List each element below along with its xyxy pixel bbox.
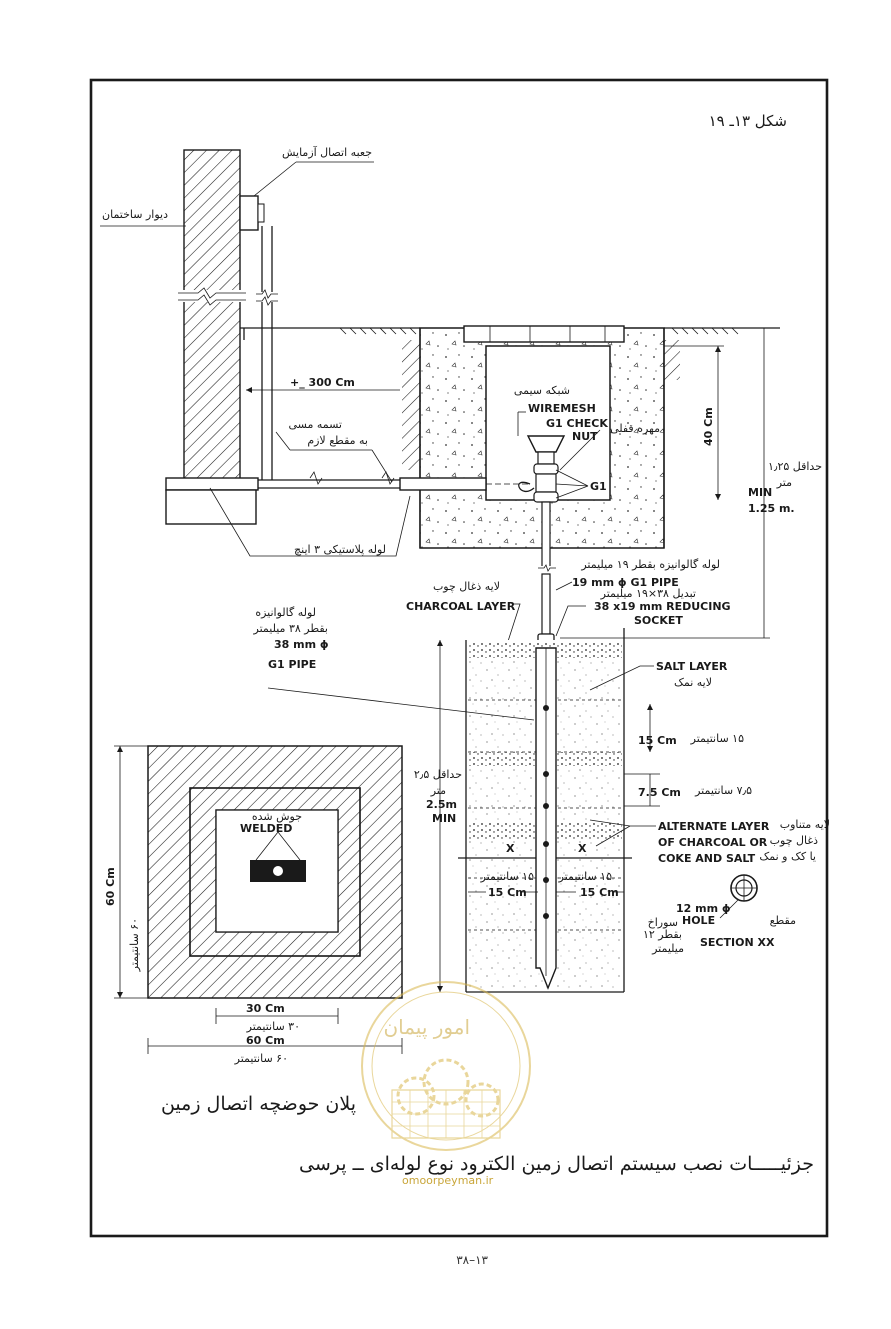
ground-line — [240, 327, 780, 340]
offset-15-right: 15 Cm — [580, 886, 619, 899]
section-xx — [730, 874, 758, 902]
hole-label-fa: سوراخ — [648, 916, 678, 929]
plan-title: پلان حوضچه اتصال زمین — [161, 1093, 356, 1115]
plan-60-vertical: 60 Cm — [104, 867, 117, 906]
charcoal-label: CHARCOAL LAYER — [406, 600, 516, 613]
min125-value: 1.25 m. — [748, 502, 795, 515]
electrode-pipe-38mm — [535, 647, 557, 990]
dim-7-5-fa: ۷٫۵ سانتیمتر — [694, 784, 752, 797]
watermark-url: omoorpeyman.ir — [402, 1174, 494, 1187]
page-frame — [89, 78, 829, 1238]
hole-label-fa-2: بقطر ۱۲ — [643, 928, 682, 941]
reducer-label-2: SOCKET — [634, 614, 683, 627]
building-wall — [165, 149, 259, 525]
welded-label: WELDED — [240, 822, 292, 835]
pipe-head — [518, 435, 566, 503]
salt-label: SALT LAYER — [656, 660, 728, 673]
alternate-layer-label-fa-3: یا کک و نمک — [759, 850, 816, 863]
copper-strip-label-2: به مقطع لازم — [307, 434, 368, 447]
pipe38-label-fa: لوله گالوانیزه — [255, 606, 316, 619]
check-nut-label-fa: مهره قفلی — [610, 422, 660, 435]
dim-300: +_ 300 Cm — [290, 376, 355, 389]
dim-15: 15 Cm — [638, 734, 677, 747]
welded-label-fa: جوش شده — [252, 810, 302, 823]
alternate-layer-label-fa: لایه متناوب — [780, 818, 830, 831]
min125-label-fa-2: متر — [776, 476, 792, 489]
min25-label-fa-2: متر — [430, 784, 446, 797]
reducer-label-fa: تبدیل ۳۸×۱۹ میلیمتر — [600, 587, 696, 600]
wiremesh-label: WIREMESH — [528, 402, 596, 415]
section-mark-right: X — [578, 842, 587, 855]
hole-label-2: HOLE — [682, 914, 715, 927]
plastic-pipe-label: لوله پلاستیکی ۳ اینچ — [294, 543, 386, 556]
depth-40: 40 Cm — [702, 407, 715, 446]
plan-30-fa: ۳۰ سانتیمتر — [246, 1020, 300, 1033]
alternate-layer-label-2: OF CHARCOAL OR — [658, 836, 768, 849]
page-number: ۳۸–۱۳ — [456, 1253, 488, 1267]
earth-conductor — [256, 226, 400, 489]
watermark-logo: امور پیمان — [361, 981, 531, 1151]
copper-strip-label: تسمه مسی — [288, 418, 342, 431]
check-nut-label-2: NUT — [572, 430, 598, 443]
figure-number: شکل ۱۳ـ ۱۹ — [709, 112, 787, 130]
min25-label-2: MIN — [432, 812, 456, 825]
pipe19-label-fa: لوله گالوانیزه بقطر ۱۹ میلیمتر — [580, 558, 720, 571]
main-title: جزئیـــــات نصب سیستم اتصال زمین الکترود… — [299, 1153, 814, 1175]
alternate-layer-label: ALTERNATE LAYER — [658, 820, 770, 833]
pit-plan — [147, 745, 403, 999]
pipe38-label: 38 mm ɸ — [274, 638, 329, 651]
min25-label: 2.5m — [426, 798, 457, 811]
offset-15-left: 15 Cm — [488, 886, 527, 899]
pipe19-label: 19 mm ɸ G1 PIPE — [572, 576, 679, 589]
min125-label-fa: حداقل ۱٫۲۵ — [768, 460, 822, 473]
plan-30: 30 Cm — [246, 1002, 285, 1015]
earth-box-label: جعبه اتصال آزمایش — [282, 145, 372, 159]
section-mark-left: X — [506, 842, 515, 855]
earth-test-box — [239, 195, 265, 231]
g1-label: G1 — [590, 480, 607, 493]
alternate-layer-label-3: COKE AND SALT — [658, 852, 756, 865]
min125-label: MIN — [748, 486, 772, 499]
charcoal-label-fa: لایه ذغال چوب — [433, 580, 500, 593]
pipe38-label-fa-2: بقطر ۳۸ میلیمتر — [253, 622, 328, 635]
dim-7-5: 7.5 Cm — [638, 786, 681, 799]
plan-60-vertical-fa: ۶۰ سانتیمتر — [128, 918, 141, 972]
hole-label: 12 mm ɸ — [676, 902, 731, 915]
pipe38-label-2: G1 PIPE — [268, 658, 316, 671]
section-label: SECTION XX — [700, 936, 775, 949]
wiremesh-label-fa: شبکه سیمی — [514, 384, 570, 397]
min25-label-fa: حداقل ۲٫۵ — [414, 768, 462, 781]
salt-label-fa: لایه نمک — [674, 676, 712, 689]
building-wall-label: دیوار ساختمان — [102, 208, 168, 221]
offset-15-left-fa: ۱۵ سانتیمتر — [480, 870, 534, 883]
plan-60-horizontal-fa: ۶۰ سانتیمتر — [234, 1052, 288, 1065]
offset-15-right-fa: ۱۵ سانتیمتر — [558, 870, 612, 883]
plan-60-horizontal: 60 Cm — [246, 1034, 285, 1047]
svg-text:امور پیمان: امور پیمان — [383, 1015, 470, 1040]
check-nut-label: G1 CHECK — [546, 417, 608, 430]
alternate-layer-label-fa-2: ذغال چوب — [770, 834, 818, 847]
section-label-fa: مقطع — [770, 914, 796, 927]
reducer-label: 38 x19 mm REDUCING — [594, 600, 731, 613]
dim-15-fa: ۱۵ سانتیمتر — [690, 732, 744, 745]
inspection-pit — [402, 325, 680, 549]
plastic-sleeve — [399, 477, 530, 491]
hole-label-fa-3: میلیمتر — [651, 942, 684, 955]
